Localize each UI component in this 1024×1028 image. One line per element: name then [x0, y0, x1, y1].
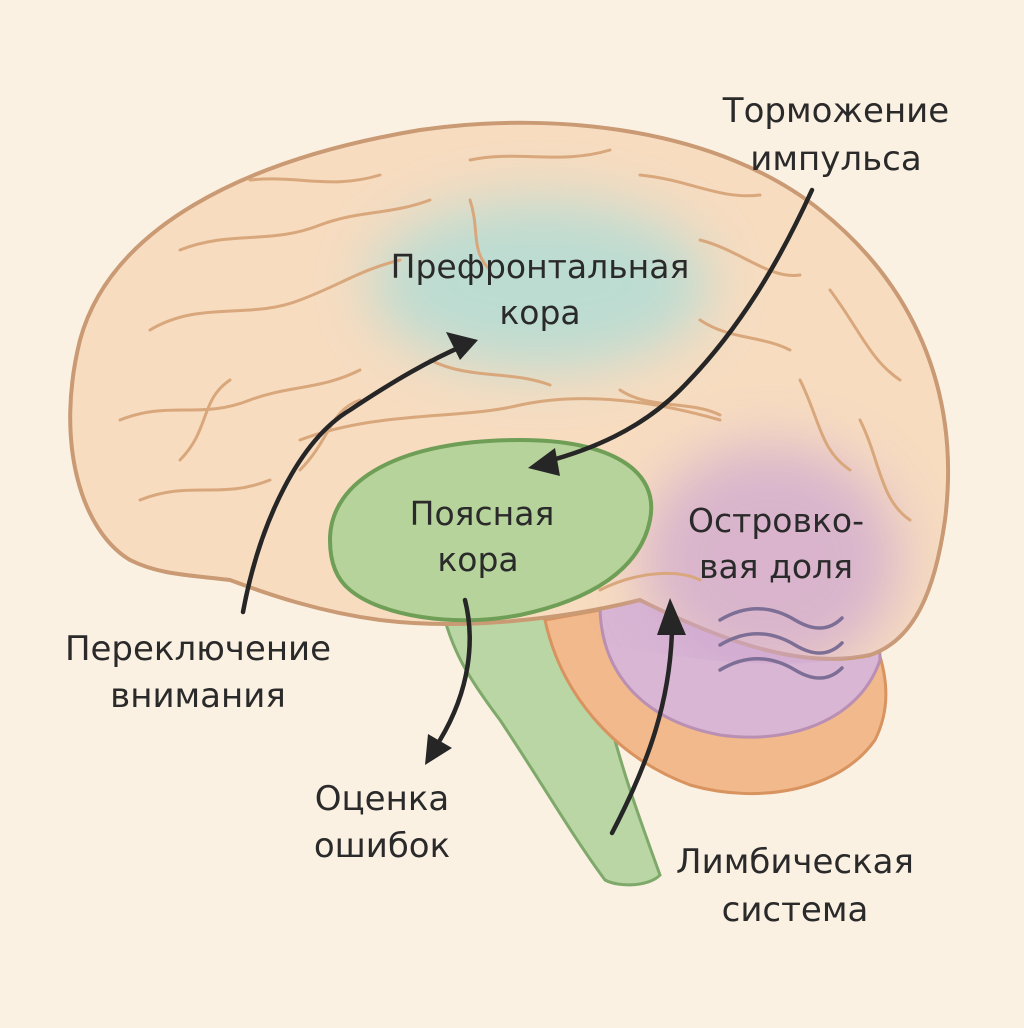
- label-attention-1: Переключение: [65, 629, 331, 669]
- label-inhibition-1: Торможение: [722, 91, 949, 131]
- arrow-attention-to-prefrontal: [240, 342, 468, 615]
- arrows: [240, 187, 815, 836]
- label-attention-2: внимания: [110, 676, 286, 716]
- arrow-limbic-to-insula: [609, 627, 675, 836]
- label-insula-2: вая доля: [699, 547, 853, 586]
- label-inhibition-2: импульса: [750, 139, 921, 179]
- cingulate-cortex: [327, 437, 654, 623]
- label-cingulate-1: Поясная: [410, 494, 555, 533]
- gyri-lines: [118, 148, 912, 592]
- arrow-cingulate-to-errors: [437, 597, 472, 743]
- label-prefrontal-2: кора: [499, 293, 580, 332]
- label-prefrontal-1: Префронтальная: [391, 247, 690, 286]
- arrow-inhibition-to-cingulate: [542, 187, 815, 465]
- wave-lines-icon: [718, 607, 844, 680]
- insula-glow: [640, 445, 900, 664]
- prefrontal-glow: [370, 200, 710, 370]
- label-errors-2: ошибок: [314, 826, 450, 866]
- label-limbic-2: система: [722, 890, 869, 930]
- label-limbic-1: Лимбическая: [676, 842, 914, 882]
- arrowhead-errors: [425, 734, 452, 765]
- arrowhead-insula: [657, 598, 686, 635]
- arrowhead-prefrontal: [446, 332, 478, 360]
- arrowhead-cingulate: [528, 448, 560, 476]
- label-cingulate-2: кора: [437, 540, 518, 579]
- label-insula-1: Островко-: [688, 501, 864, 540]
- label-errors-1: Оценка: [315, 779, 449, 819]
